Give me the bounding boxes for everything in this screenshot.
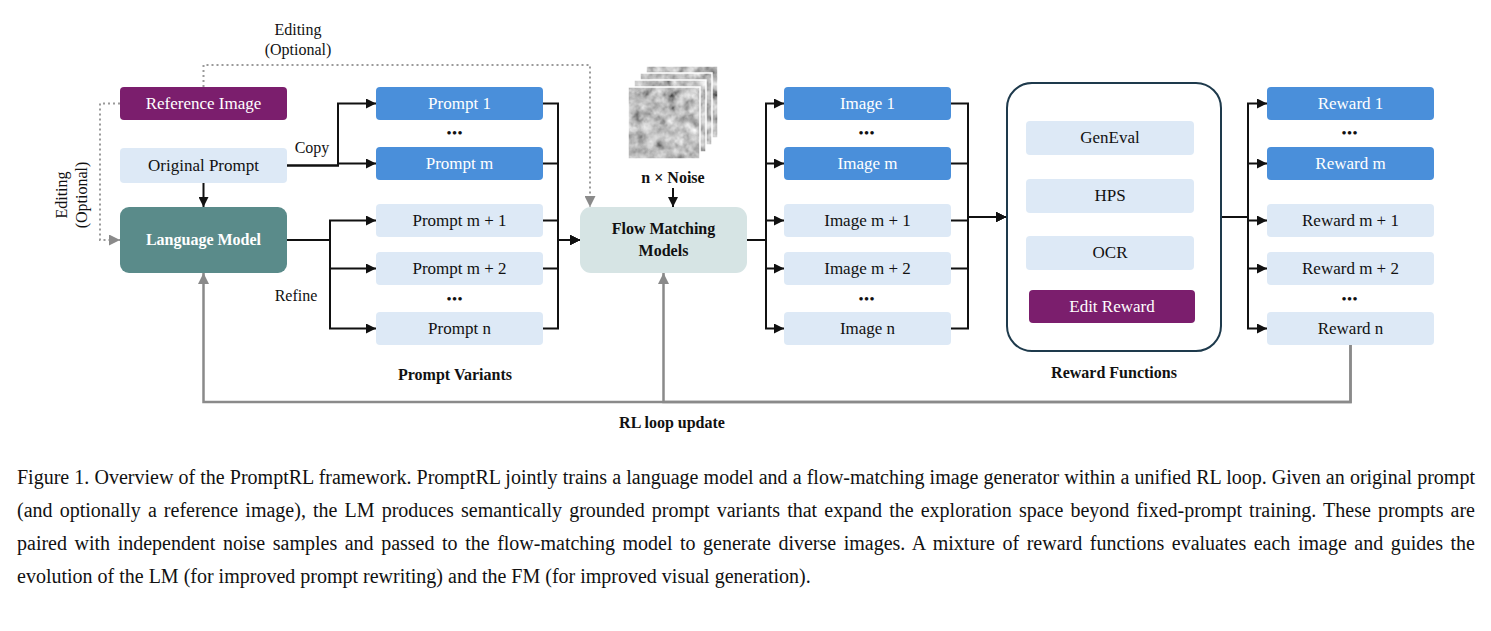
- node-label: Image 1: [840, 94, 895, 114]
- flow-arrow: [951, 217, 1006, 269]
- edge-label: Editing (Optional): [52, 150, 92, 240]
- prompt-box: Prompt m + 2: [376, 252, 543, 285]
- node-label: Reward n: [1318, 319, 1384, 339]
- edge-label: RL loop update: [619, 413, 725, 433]
- prompt-box: Prompt 1: [376, 87, 543, 120]
- node-label: n × Noise: [641, 168, 704, 188]
- optional-arrow: [204, 65, 591, 207]
- model-box: Flow Matching Models: [580, 207, 747, 273]
- reward-box: Reward m + 2: [1267, 252, 1434, 285]
- feedback-arrow: [204, 273, 1351, 402]
- node-label: Reference Image: [146, 94, 262, 114]
- node-label: Original Prompt: [148, 156, 259, 176]
- node-label: Image n: [840, 319, 895, 339]
- flow-arrow: [287, 240, 376, 269]
- node-label: GenEval: [1080, 128, 1139, 148]
- flow-arrow: [747, 240, 784, 269]
- group-box: Reward FunctionsGenEvalHPSOCREdit Reward: [1006, 82, 1222, 352]
- flow-arrow: [1222, 217, 1267, 329]
- flow-arrow: [1222, 164, 1267, 218]
- flow-arrow: [951, 217, 1006, 221]
- figure-caption: Figure 1. Overview of the PromptRL frame…: [17, 461, 1475, 593]
- flow-arrow: [543, 221, 580, 241]
- reward-fn-box: GenEval: [1026, 121, 1194, 155]
- flow-arrow: [747, 164, 784, 241]
- node-label: Image m + 1: [824, 211, 911, 231]
- flow-arrow: [951, 217, 1006, 329]
- model-box: Language Model: [120, 207, 287, 273]
- image-box: Image m + 2: [784, 252, 951, 285]
- edge-label: Refine: [275, 286, 318, 306]
- flow-arrow: [747, 221, 784, 241]
- edge-label: Editing (Optional): [253, 20, 343, 60]
- ellipsis-mark: •••: [859, 289, 876, 309]
- flow-arrow: [951, 164, 1006, 218]
- flow-arrow: [672, 188, 674, 207]
- flow-arrow: [1222, 104, 1267, 218]
- node-label: Prompt n: [428, 319, 491, 339]
- flow-arrow: [543, 164, 580, 241]
- node-label: Image m: [838, 154, 898, 174]
- node-label: Prompt m + 1: [412, 211, 506, 231]
- reward-fn-box: OCR: [1026, 236, 1194, 270]
- flow-arrow: [747, 104, 784, 241]
- input-box: Reference Image: [120, 87, 287, 120]
- flow-arrow: [747, 240, 784, 329]
- image-box: Image n: [784, 312, 951, 345]
- group-heading: Reward Functions: [1008, 363, 1220, 383]
- group-label: Prompt Variants: [398, 365, 512, 385]
- node-label: Language Model: [146, 230, 261, 250]
- noise-layer: [628, 87, 700, 159]
- flow-arrow: [951, 104, 1006, 218]
- node-label: Reward m + 2: [1302, 259, 1399, 279]
- node-label: Prompt m: [426, 154, 494, 174]
- ellipsis-mark: •••: [1342, 289, 1359, 309]
- node-label: Edit Reward: [1069, 297, 1154, 317]
- ellipsis-mark: •••: [447, 289, 464, 309]
- feedback-arrow: [664, 273, 1351, 402]
- prompt-box: Prompt n: [376, 312, 543, 345]
- node-label: Reward 1: [1318, 94, 1384, 114]
- prompt-box: Prompt m + 1: [376, 204, 543, 237]
- noise-layer-edge: [628, 87, 700, 159]
- flow-arrow: [1222, 217, 1267, 221]
- flow-arrow: [287, 240, 376, 329]
- node-label: Prompt m + 2: [412, 259, 506, 279]
- image-box: Image m + 1: [784, 204, 951, 237]
- node-label: HPS: [1094, 186, 1125, 206]
- flow-arrow: [203, 183, 205, 207]
- reward-fn-box: Edit Reward: [1029, 290, 1195, 323]
- reward-box: Reward n: [1267, 312, 1434, 345]
- reward-box: Reward m: [1267, 147, 1434, 180]
- edge-label: Copy: [295, 138, 330, 158]
- node-label: Prompt 1: [428, 94, 491, 114]
- input-box: Original Prompt: [120, 148, 287, 183]
- flow-arrow: [1222, 217, 1267, 269]
- node-label: Image m + 2: [824, 259, 911, 279]
- flow-arrow: [543, 104, 580, 241]
- flow-arrow: [543, 240, 580, 329]
- ellipsis-mark: •••: [447, 123, 464, 143]
- flow-arrow: [287, 221, 376, 241]
- optional-arrow: [100, 104, 120, 241]
- prompt-box: Prompt m: [376, 147, 543, 180]
- node-label: Flow Matching Models: [599, 218, 729, 262]
- node-label: OCR: [1093, 243, 1128, 263]
- image-box: Image m: [784, 147, 951, 180]
- node-label: Reward m + 1: [1302, 211, 1399, 231]
- noise-stack: n × Noise: [626, 62, 720, 188]
- reward-fn-box: HPS: [1026, 179, 1194, 213]
- reward-box: Reward 1: [1267, 87, 1434, 120]
- ellipsis-mark: •••: [859, 123, 876, 143]
- flow-arrow: [287, 164, 376, 166]
- ellipsis-mark: •••: [1342, 123, 1359, 143]
- reward-box: Reward m + 1: [1267, 204, 1434, 237]
- flow-arrow: [543, 240, 580, 269]
- flow-arrow: [287, 104, 376, 166]
- image-box: Image 1: [784, 87, 951, 120]
- node-label: Reward m: [1315, 154, 1385, 174]
